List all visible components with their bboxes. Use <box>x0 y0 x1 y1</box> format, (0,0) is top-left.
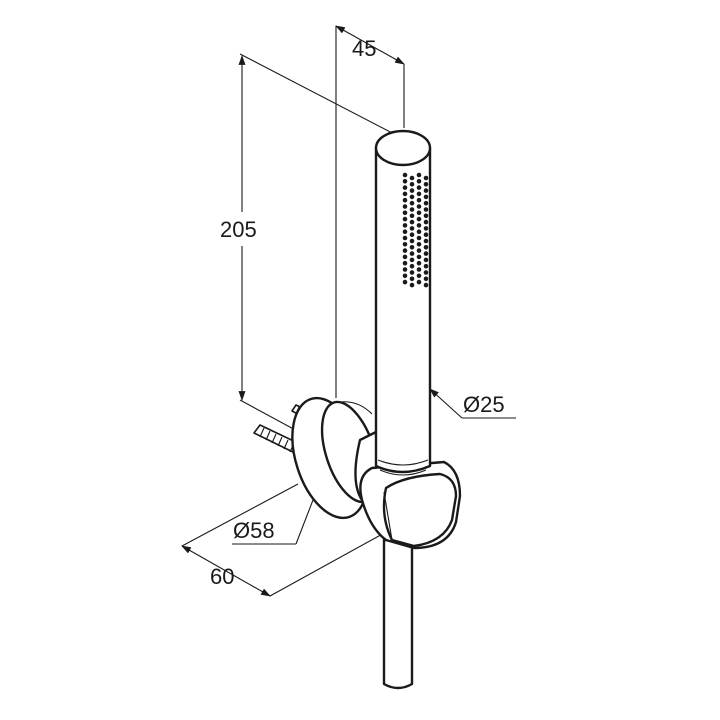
dimension-label-60: 60 <box>210 564 234 589</box>
nozzle-dot <box>409 182 415 187</box>
nozzle-dot <box>409 257 415 263</box>
nozzle-dot <box>402 210 408 216</box>
nozzle-dot <box>423 194 429 200</box>
nozzle-dot <box>402 248 408 253</box>
nozzle-dot <box>409 175 415 181</box>
nozzle-dot <box>402 204 408 209</box>
holder-body <box>354 430 462 550</box>
nozzle-dot <box>409 200 415 206</box>
dimension-depth: 60 <box>181 483 387 597</box>
nozzle-dot <box>402 197 408 203</box>
nozzle-dot <box>402 191 408 197</box>
nozzle-dot <box>409 251 415 256</box>
nozzle-dot <box>416 210 422 216</box>
nozzle-dot <box>409 213 415 219</box>
nozzle-dot <box>416 279 422 285</box>
nozzle-dot <box>409 270 415 275</box>
dimension-label-d58: Ø58 <box>233 518 275 543</box>
nozzle-dot <box>409 207 415 212</box>
nozzle-dot <box>416 229 422 234</box>
nozzle-dot <box>416 235 422 241</box>
nozzle-dot <box>423 257 429 263</box>
nozzle-dot <box>409 263 415 269</box>
nozzle-dot <box>409 232 415 237</box>
nozzle-dot <box>409 188 415 193</box>
nozzle-dot <box>402 172 408 178</box>
nozzle-dot <box>402 235 408 241</box>
nozzle-dot <box>402 267 408 272</box>
nozzle-dot <box>423 175 429 181</box>
nozzle-dot <box>402 216 408 222</box>
nozzle-dot <box>423 213 429 219</box>
dimension-label-205: 205 <box>220 217 257 242</box>
nozzle-dot <box>423 270 429 275</box>
nozzle-dot <box>409 245 415 250</box>
nozzle-dot <box>409 219 415 225</box>
nozzle-dot <box>402 254 408 260</box>
dimension-height: 205 <box>218 53 399 453</box>
nozzle-dot <box>416 216 422 222</box>
nozzle-dot <box>423 251 429 256</box>
nozzle-dot <box>416 179 422 184</box>
hand-shower-handle <box>374 129 432 476</box>
nozzle-dot <box>409 276 415 282</box>
nozzle-dot <box>416 254 422 260</box>
nozzle-dot <box>416 260 422 266</box>
nozzle-dot <box>423 207 429 212</box>
nozzle-dot <box>402 179 408 184</box>
nozzle-dot <box>416 185 422 190</box>
nozzle-dot <box>409 226 415 231</box>
nozzle-dot <box>409 194 415 200</box>
nozzle-dot <box>416 197 422 203</box>
nozzle-dot <box>423 276 429 282</box>
nozzle-dot <box>416 191 422 197</box>
nozzle-dot <box>402 273 408 279</box>
nozzle-dot <box>402 279 408 285</box>
dimension-label-d25: Ø25 <box>463 392 505 417</box>
nozzle-dot <box>423 188 429 193</box>
nozzle-dot <box>416 242 422 247</box>
shower-hose <box>382 538 414 690</box>
dimension-handle-diameter: Ø25 <box>429 388 516 419</box>
nozzle-dot <box>416 273 422 279</box>
dimension-label-45: 45 <box>352 36 376 61</box>
nozzle-dot <box>402 223 408 228</box>
nozzle-dot <box>423 263 429 269</box>
nozzle-dot <box>402 242 408 247</box>
dimension-width-top: 45 <box>335 25 405 398</box>
nozzle-dot <box>402 185 408 190</box>
nozzle-dot <box>409 282 415 288</box>
nozzle-dot <box>423 282 429 288</box>
nozzle-dot <box>409 238 415 244</box>
nozzle-dot <box>423 238 429 244</box>
nozzle-dot <box>402 260 408 266</box>
nozzle-dot <box>402 229 408 234</box>
nozzle-dot <box>423 200 429 206</box>
nozzle-dot <box>416 204 422 209</box>
nozzle-dot <box>416 267 422 272</box>
nozzle-dot <box>423 245 429 250</box>
nozzle-dot <box>423 219 429 225</box>
nozzle-dot <box>416 248 422 253</box>
spray-nozzles <box>402 172 429 288</box>
nozzle-dot <box>416 223 422 228</box>
nozzle-dot <box>423 182 429 187</box>
nozzle-dot <box>416 172 422 178</box>
nozzle-dot <box>423 232 429 237</box>
nozzle-dot <box>423 226 429 231</box>
